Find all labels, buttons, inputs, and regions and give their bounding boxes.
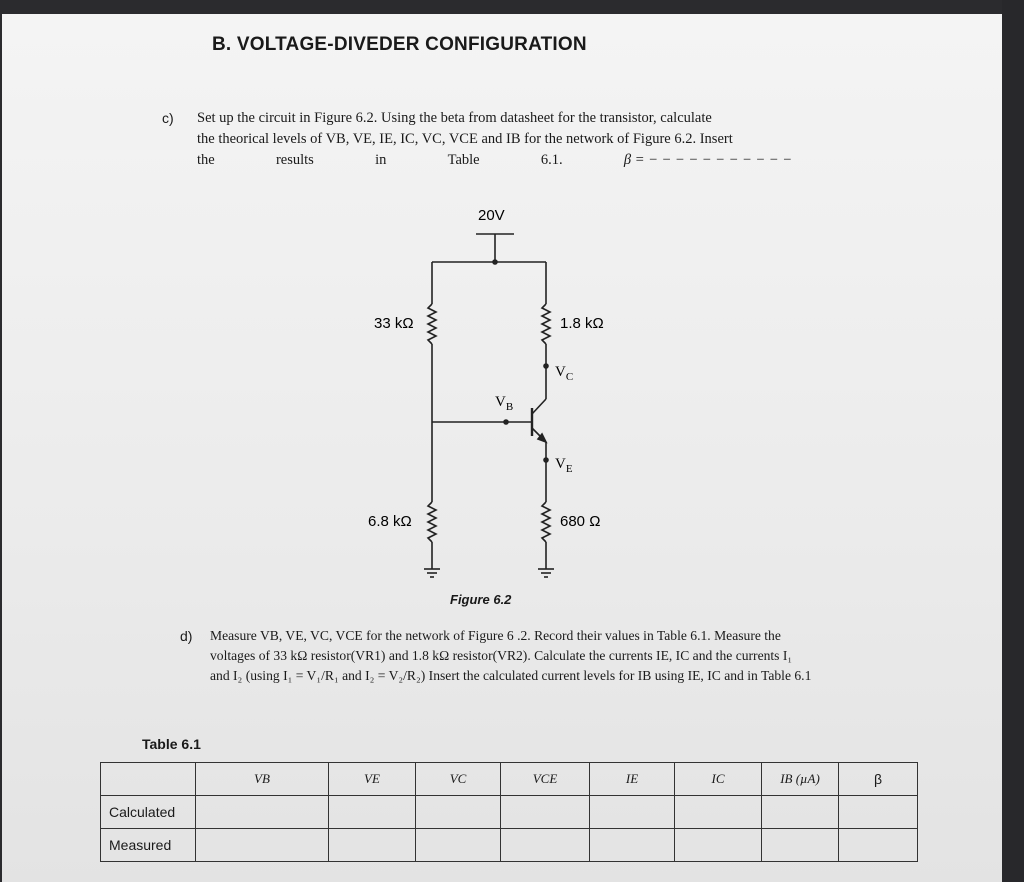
- table-cell[interactable]: [328, 795, 416, 829]
- word: results: [275, 152, 314, 168]
- table-cell[interactable]: [589, 795, 675, 829]
- word: Table: [447, 152, 480, 168]
- table-cell[interactable]: [674, 828, 762, 862]
- part-c-line-1: Set up the circuit in Figure 6.2. Using …: [197, 110, 712, 126]
- part-d-text: Measure VB, VE, VC, VCE for the network …: [210, 626, 900, 686]
- table-title: Table 6.1: [142, 736, 201, 752]
- table-row: Measured: [100, 828, 918, 862]
- part-d-line-2: voltages of 33 kΩ resistor(VR1) and 1.8 …: [210, 648, 793, 663]
- table-cell[interactable]: [328, 828, 416, 862]
- part-d-label: d): [180, 628, 193, 644]
- section-title: B. VOLTAGE-DIVEDER CONFIGURATION: [212, 34, 587, 55]
- part-d-line-3: and I₂ (using I₁ = V₁/R₁ and I₂ = V₂/R₂)…: [210, 668, 812, 683]
- header-vb: VB: [195, 762, 329, 796]
- transistor-collector-leg: [531, 398, 547, 415]
- table-row: Calculated: [100, 795, 918, 829]
- part-c-line-3: the results in Table 6.1. β = − − − − − …: [197, 150, 792, 171]
- table-cell[interactable]: [415, 828, 501, 862]
- re-zigzag: [540, 501, 552, 543]
- table-cell[interactable]: [838, 795, 918, 829]
- header-cell-blank: [100, 762, 196, 796]
- part-c-label: c): [162, 110, 174, 126]
- part-d-line-1: Measure VB, VE, VC, VCE for the network …: [210, 628, 781, 643]
- rc-label: 1.8 kΩ: [560, 315, 604, 332]
- table-cell[interactable]: [761, 828, 839, 862]
- table-cell[interactable]: [838, 828, 918, 862]
- table-cell[interactable]: [195, 828, 329, 862]
- r2-label: 6.8 kΩ: [368, 513, 412, 530]
- base-node: [503, 419, 509, 425]
- row-label-measured: Measured: [100, 828, 196, 862]
- table-cell[interactable]: [761, 795, 839, 829]
- results-table: VB VE VC VCE IE IC IB (µA) β Calculated …: [100, 762, 918, 862]
- worksheet-page: B. VOLTAGE-DIVEDER CONFIGURATION c) Set …: [2, 14, 1002, 882]
- rc-zigzag: [540, 303, 552, 345]
- re-label: 680 Ω: [560, 513, 600, 530]
- header-vce: VCE: [500, 762, 590, 796]
- ve-label: VE: [555, 456, 573, 475]
- header-beta: β: [838, 762, 918, 796]
- header-ic: IC: [674, 762, 762, 796]
- vc-label: VC: [555, 364, 573, 383]
- table-cell[interactable]: [674, 795, 762, 829]
- r2-zigzag: [426, 501, 438, 543]
- row-label-calculated: Calculated: [100, 795, 196, 829]
- r1-zigzag: [426, 303, 438, 345]
- word: in: [375, 152, 387, 168]
- header-ib: IB (µA): [761, 762, 839, 796]
- part-c-text: Set up the circuit in Figure 6.2. Using …: [197, 108, 792, 171]
- monitor-bezel: [1002, 0, 1024, 882]
- circuit-diagram: 20V 33 kΩ 1.8 kΩ 6.8 kΩ 680 Ω VC VB VE: [368, 207, 604, 578]
- header-ie: IE: [589, 762, 675, 796]
- emitter-node: [543, 457, 549, 463]
- part-c-line-2: the theorical levels of VB, VE, IE, IC, …: [197, 131, 733, 147]
- r1-label: 33 kΩ: [374, 315, 414, 332]
- word: the: [197, 152, 215, 168]
- table-cell[interactable]: [589, 828, 675, 862]
- table-cell[interactable]: [500, 795, 590, 829]
- word: 6.1.: [540, 152, 563, 168]
- table-header-row: VB VE VC VCE IE IC IB (µA) β: [100, 762, 918, 796]
- table-cell[interactable]: [415, 795, 501, 829]
- header-vc: VC: [415, 762, 501, 796]
- beta-blank: β = − − − − − − − − − − −: [623, 152, 792, 168]
- figure-caption: Figure 6.2: [450, 592, 512, 607]
- header-ve: VE: [328, 762, 416, 796]
- emitter-arrow: [536, 432, 548, 444]
- table-cell[interactable]: [500, 828, 590, 862]
- vb-label: VB: [495, 394, 513, 413]
- collector-node: [543, 363, 549, 369]
- supply-label: 20V: [478, 207, 505, 224]
- table-cell[interactable]: [195, 795, 329, 829]
